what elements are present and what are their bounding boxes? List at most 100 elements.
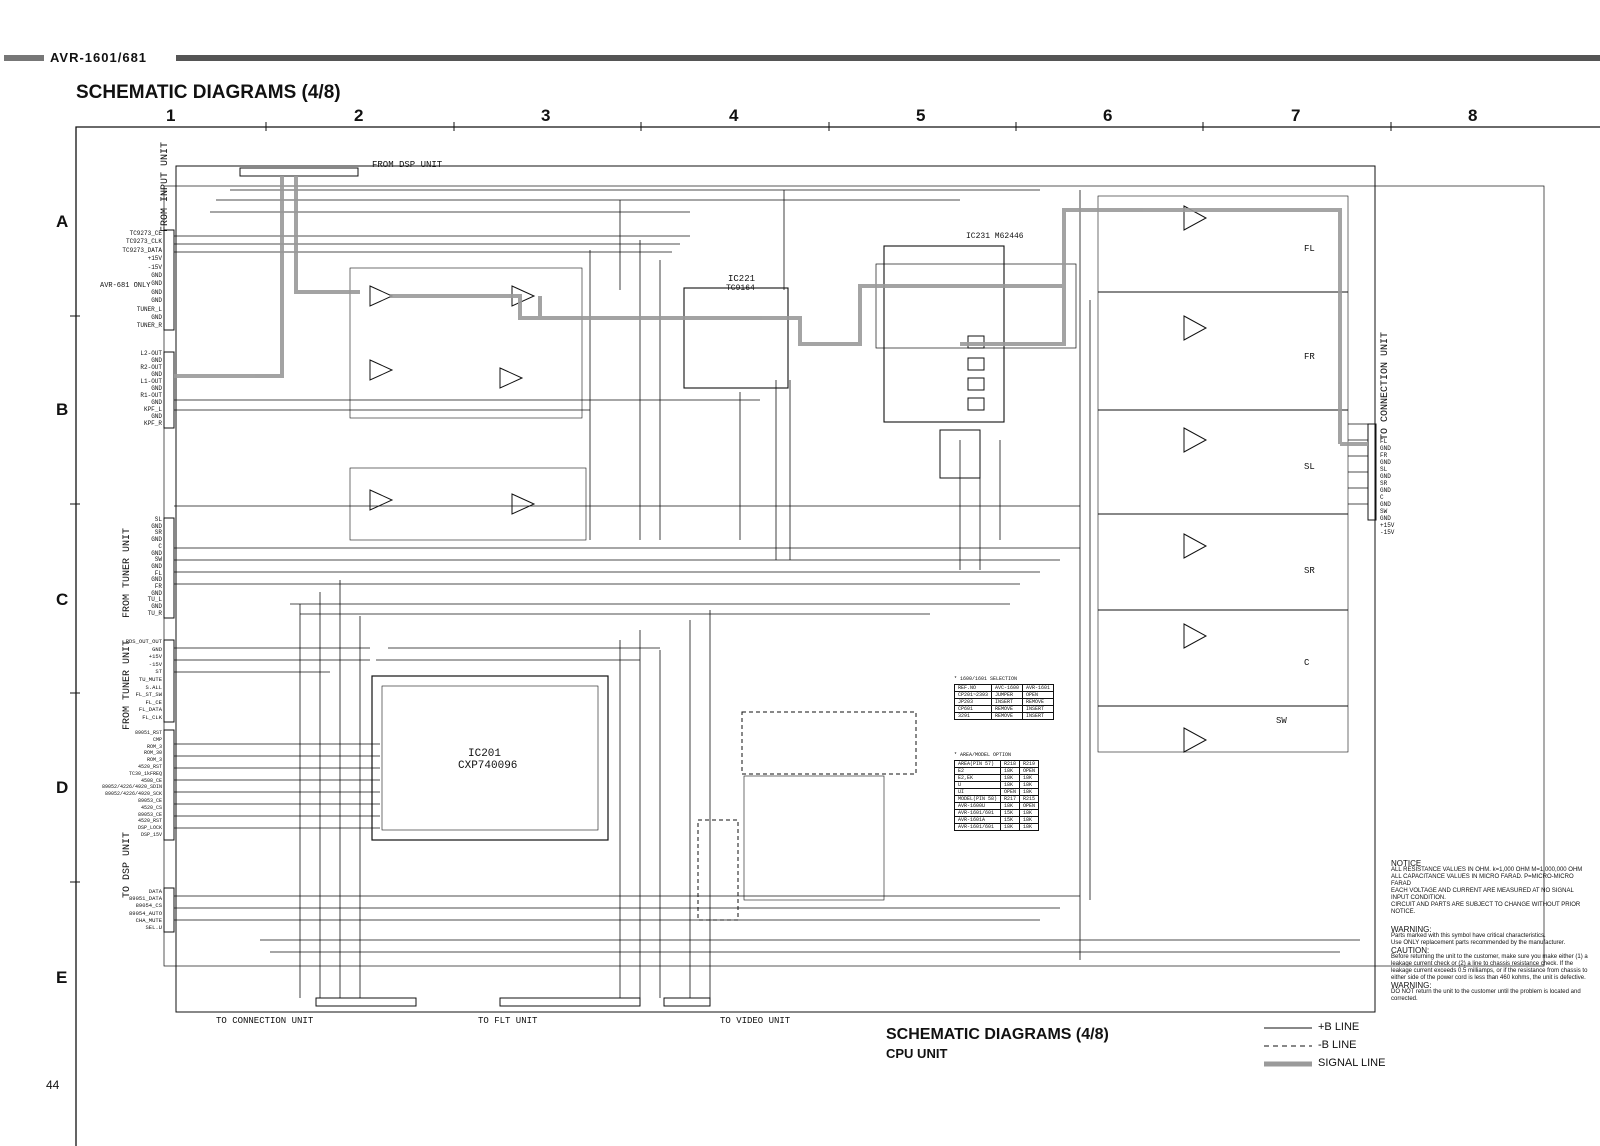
table-title: * 1600/1601 SELECTION	[954, 676, 1018, 682]
pin-label: GND	[1380, 501, 1391, 508]
table-cell: E2	[953, 767, 1002, 775]
pin-label: 4520_RST	[137, 818, 162, 825]
output-label: SR	[1304, 566, 1315, 576]
column-label: 1	[166, 106, 176, 125]
pin-label: DSP_LOCK	[137, 825, 162, 832]
pin-label: TU_L	[147, 596, 162, 604]
pin-label: 89052/4226/4920_SCK	[104, 791, 162, 798]
pin-label: GND	[152, 645, 162, 653]
connector-label: FROM TUNER UNIT	[122, 527, 133, 618]
pin-label: -15V	[1380, 529, 1395, 536]
pin-label: 4520_RST	[137, 764, 162, 770]
output-label: SL	[1304, 462, 1315, 472]
table-cell: 18K	[1000, 823, 1021, 831]
connector-label: TO DSP UNIT	[122, 831, 133, 898]
table-cell: REF.NO	[953, 684, 993, 692]
table-cell: E2,EK	[953, 774, 1002, 782]
pin-label: GND	[151, 297, 162, 305]
notice-text: ALL CAPACITANCE VALUES IN MICRO FARAD. P…	[1391, 874, 1574, 887]
pin-label: SR	[154, 529, 162, 537]
pin-label: GND	[1380, 445, 1391, 452]
warning-heading: WARNING:	[1391, 925, 1432, 934]
pin-label: KPF_L	[143, 406, 162, 413]
legend-b-minus: -B LINE	[1318, 1039, 1357, 1051]
table-cell: AVR-1601/601	[953, 823, 1002, 831]
ic231-label: IC231 M62446	[966, 232, 1024, 241]
pin-label: TU_MUTE	[138, 676, 162, 683]
table-cell: JUMPER	[991, 691, 1024, 699]
pin-label: GND	[1380, 515, 1391, 522]
pin-label: FR	[1380, 452, 1388, 459]
table-cell: REMOVE	[1022, 698, 1055, 706]
pin-label: 89054_CS	[135, 902, 162, 910]
table-cell: AVC-1600	[991, 684, 1024, 692]
table-cell: AVR-1601	[1022, 684, 1055, 692]
pin-label: GND	[1380, 487, 1391, 494]
ic201-name: IC201	[468, 748, 502, 760]
table-cell: R217	[1000, 795, 1021, 803]
connector-label: TO CONNECTION UNIT	[216, 1016, 314, 1026]
pin-label: L2-OUT	[140, 350, 162, 357]
table-cell: U	[953, 781, 1002, 789]
column-label: 5	[916, 106, 926, 125]
pin-label: GND	[1380, 473, 1391, 480]
pin-label: SEL.U	[145, 924, 162, 931]
table-cell: REMOVE	[991, 712, 1024, 720]
table-cell: CP201~2393	[953, 691, 993, 699]
pin-label: TUNER_L	[136, 305, 162, 313]
pin-label: TC9273_DATA	[122, 246, 162, 254]
pin-label: +15V	[148, 653, 162, 661]
pin-label: ROM_30	[143, 750, 162, 757]
pin-label: 89053_CE	[137, 811, 162, 818]
output-label: FR	[1304, 352, 1315, 362]
pin-label: 89051_RST	[134, 730, 162, 736]
pin-label: TU_R	[147, 609, 162, 617]
caution-text: Before returning the unit to the custome…	[1391, 954, 1588, 981]
pin-label: GND	[151, 522, 162, 530]
header-stripe-right	[176, 55, 1600, 61]
table-cell: R218	[1000, 760, 1021, 768]
column-label: 3	[541, 106, 551, 125]
table-cell: AVR-1601/601	[953, 809, 1002, 817]
model-number: AVR-1601/681	[50, 50, 148, 65]
footer-title: SCHEMATIC DIAGRAMS (4/8)	[886, 1026, 1109, 1043]
pin-label: TC9273_CE	[129, 230, 162, 237]
warning-text: Use ONLY replacement parts recommended b…	[1391, 940, 1566, 946]
connector-label: FROM TUNER UNIT	[122, 639, 133, 730]
table-cell: UI	[953, 788, 1002, 796]
header-stripe-left	[4, 55, 44, 61]
table-cell: INSERT	[991, 698, 1024, 706]
pin-label: 89053_CE	[137, 798, 162, 804]
pin-label: R1-OUT	[140, 392, 162, 399]
column-label: 7	[1291, 106, 1301, 125]
pin-label: 89051_DATA	[128, 895, 162, 903]
connector-label: TO CONNECTION UNIT	[1380, 331, 1391, 440]
pin-label: GND	[151, 314, 162, 321]
table-cell: 15K	[1000, 809, 1021, 817]
pin-label: R2-OUT	[140, 364, 162, 371]
table-cell: INSERT	[1022, 705, 1055, 713]
row-label: C	[56, 590, 69, 609]
pin-label: S.ALL	[145, 683, 162, 691]
pin-label: TC9273_CLK	[125, 238, 162, 246]
pin-label: GND	[151, 399, 162, 406]
pin-label: -15V	[147, 263, 162, 271]
pin-label: KPF_R	[143, 420, 162, 427]
table-cell: MODEL(PIN 58)	[953, 795, 1002, 803]
pin-label: FL_ST_SW	[135, 691, 162, 699]
aux-note: AVR-681 ONLY	[100, 282, 151, 290]
pin-label: CMP	[152, 736, 162, 743]
table-cell: 3291	[953, 712, 993, 720]
pin-label: C	[1380, 494, 1384, 501]
footer-subtitle: CPU UNIT	[886, 1046, 948, 1061]
table-cell: INSERT	[1022, 712, 1055, 720]
row-label: A	[56, 212, 69, 231]
